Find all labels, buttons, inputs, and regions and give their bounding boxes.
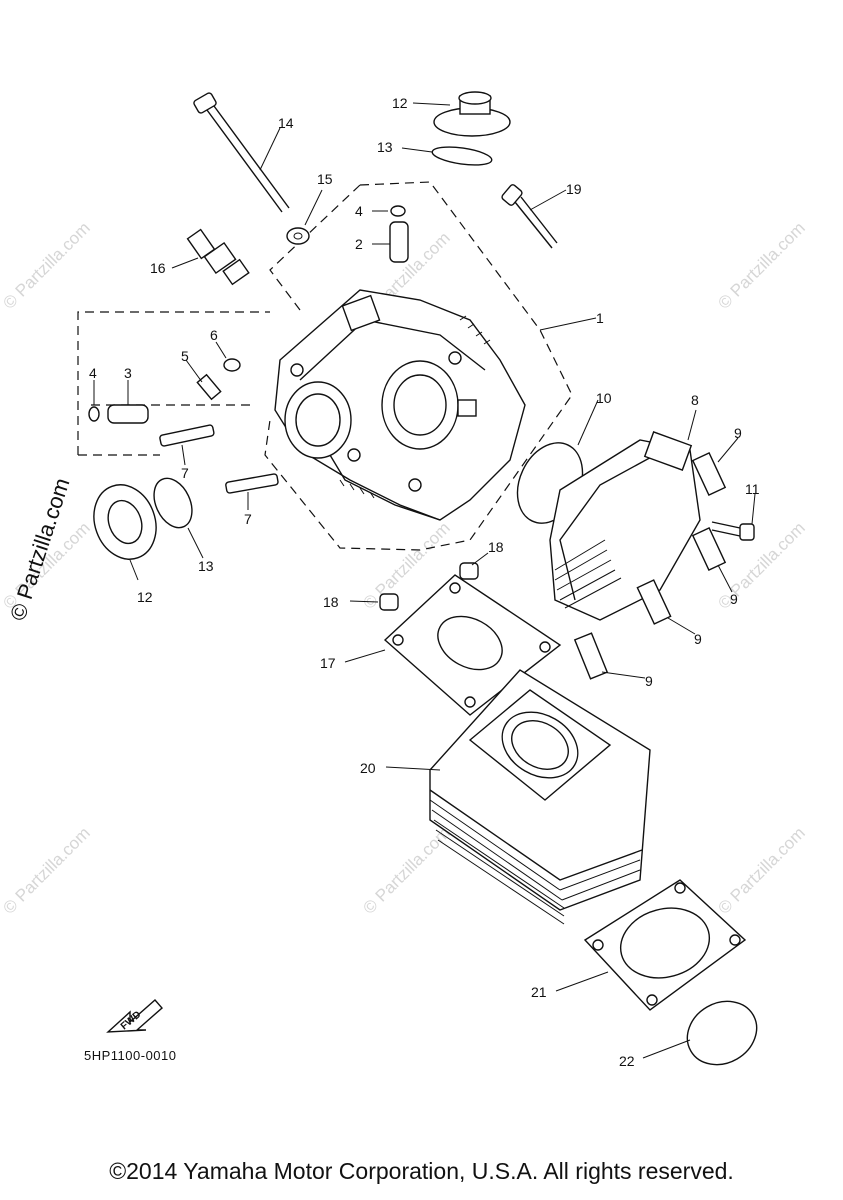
- callout-4: 4: [89, 365, 97, 381]
- dowel-part-18: [459, 562, 479, 580]
- watermark: © Partzilla.com: [359, 823, 453, 917]
- washer-part-15: [286, 227, 310, 245]
- callout-21: 21: [531, 984, 547, 1000]
- bolt-part-11: [711, 521, 755, 541]
- leader-lines: [93, 102, 756, 1059]
- callout-4: 4: [355, 203, 363, 219]
- spark-plug-part-16: [186, 228, 250, 286]
- callout-17: 17: [320, 655, 336, 671]
- dowel-part-18: [379, 593, 399, 611]
- stud-part-7: [159, 424, 279, 494]
- callout-20: 20: [360, 760, 376, 776]
- callout-12: 12: [137, 589, 153, 605]
- callout-5: 5: [181, 348, 189, 364]
- watermark: © Partzilla.com: [0, 823, 94, 917]
- gasket-part-17: [383, 574, 562, 716]
- callout-11: 11: [745, 481, 760, 497]
- callout-6: 6: [210, 327, 218, 343]
- callout-10: 10: [596, 390, 612, 406]
- callout-18: 18: [323, 594, 339, 610]
- watermark: © Partzilla.com: [714, 218, 808, 312]
- callout-2: 2: [355, 236, 363, 252]
- callout-13: 13: [198, 558, 214, 574]
- clip-part-4-left: [88, 406, 100, 422]
- watermark: © Partzilla.com: [714, 823, 808, 917]
- washer-part-6: [223, 358, 241, 372]
- callout-22: 22: [619, 1053, 635, 1069]
- fwd-arrow-icon: FWD: [106, 999, 163, 1033]
- callout-12: 12: [392, 95, 408, 111]
- cap-part-12-left: [93, 484, 157, 560]
- assembly-outline: [77, 181, 573, 551]
- watermark: © Partzilla.com: [0, 218, 94, 312]
- callout-16: 16: [150, 260, 166, 276]
- bolt-part-19: [501, 184, 558, 249]
- callout-13: 13: [377, 139, 393, 155]
- damper-part-9: [573, 452, 727, 680]
- copyright-notice: ©2014 Yamaha Motor Corporation, U.S.A. A…: [109, 1158, 734, 1184]
- callout-9: 9: [694, 631, 702, 647]
- o-ring-part-13-top: [431, 146, 493, 166]
- callout-19: 19: [566, 181, 582, 197]
- o-ring-part-13-left: [153, 477, 193, 529]
- callout-labels: 1 2 3 4 4 5 6 7 7 8 9 9 9 9 10 11 12 12 …: [89, 95, 760, 1069]
- callout-9: 9: [645, 673, 653, 689]
- pin-part-2: [389, 221, 409, 263]
- callout-9: 9: [734, 425, 742, 441]
- callout-1: 1: [596, 310, 604, 326]
- bolt-part-5: [196, 373, 222, 401]
- cover-part-8: [549, 431, 701, 621]
- callout-8: 8: [691, 392, 699, 408]
- pin-part-3: [107, 404, 149, 424]
- cylinder-part-20: [429, 669, 651, 925]
- gasket-part-21: [583, 879, 747, 1011]
- callout-14: 14: [278, 115, 294, 131]
- bolt-part-14: [193, 92, 290, 213]
- diagram-code: 5HP1100-0010: [84, 1048, 177, 1063]
- callout-7: 7: [244, 511, 252, 527]
- clip-part-4-top: [390, 205, 406, 217]
- callout-9: 9: [730, 591, 738, 607]
- cap-part-12-top: [433, 91, 511, 137]
- cylinder-head: [274, 289, 526, 521]
- callout-3: 3: [124, 365, 132, 381]
- callout-18: 18: [488, 539, 504, 555]
- callout-15: 15: [317, 171, 333, 187]
- callout-7: 7: [181, 465, 189, 481]
- watermark: © Partzilla.com: [714, 518, 808, 612]
- o-ring-part-22: [686, 1000, 758, 1066]
